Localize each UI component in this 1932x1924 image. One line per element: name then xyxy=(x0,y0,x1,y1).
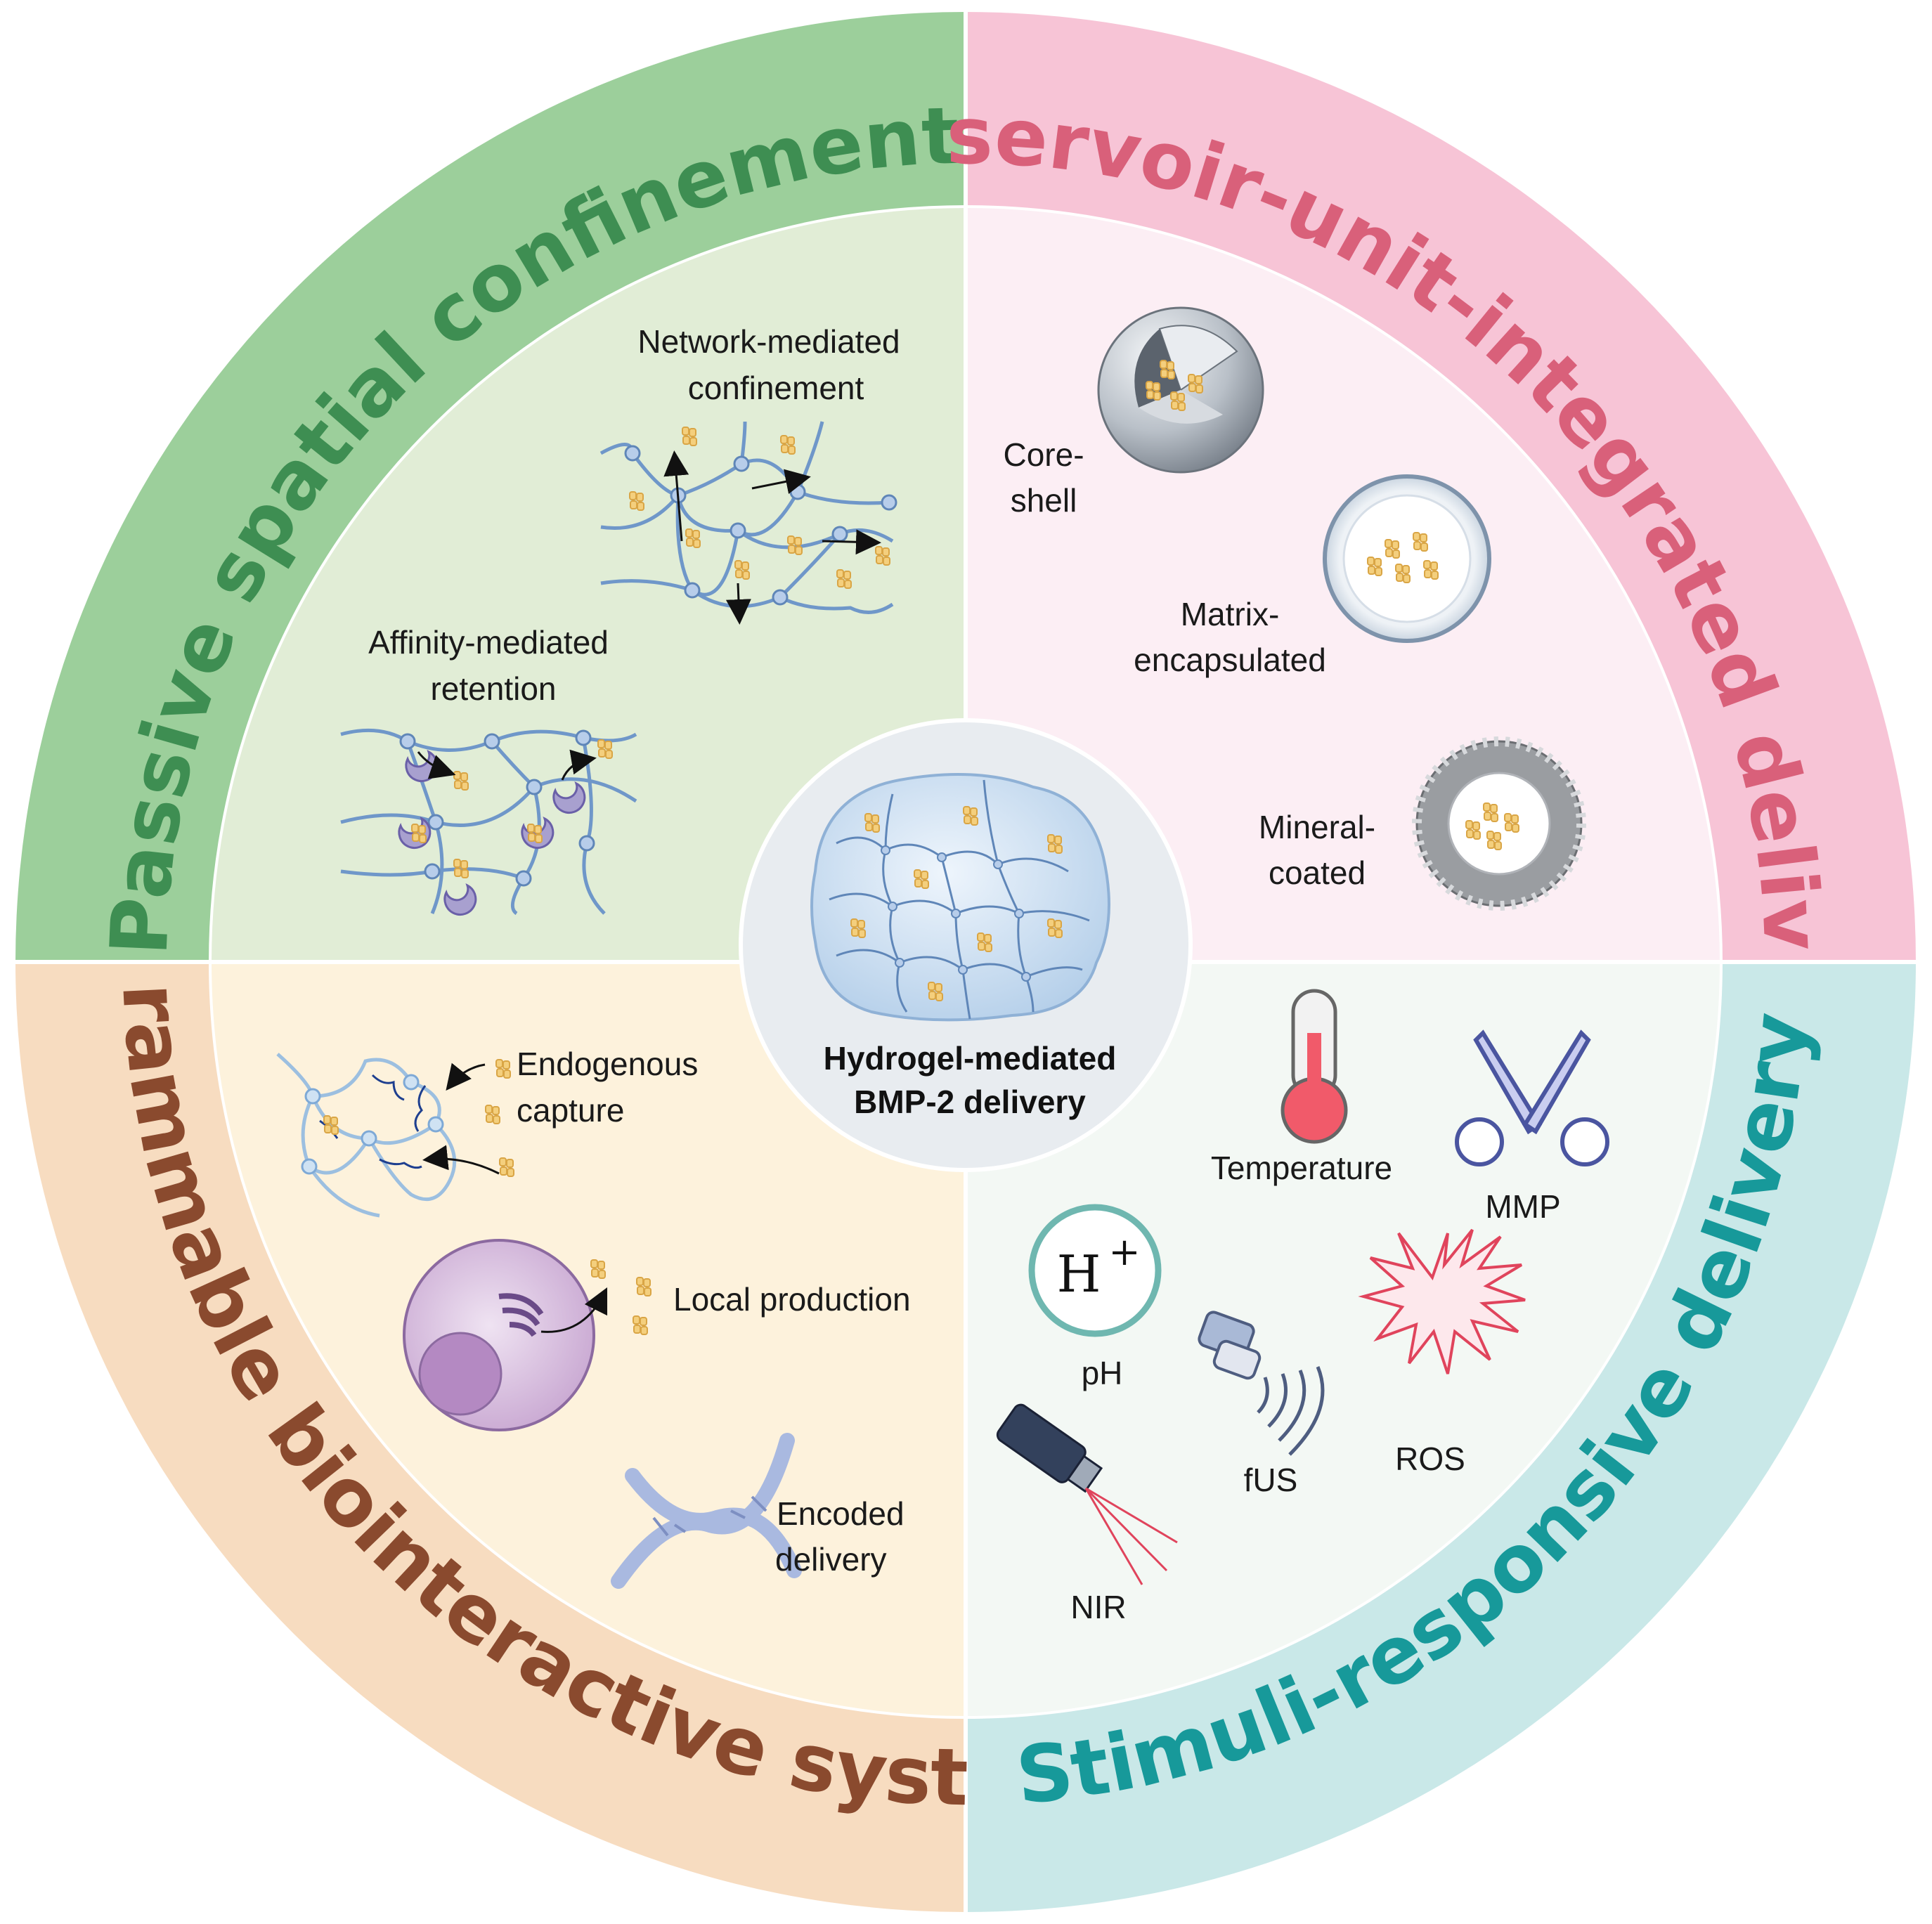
core-shell-particle: Core- shell xyxy=(1003,306,1264,519)
core-shell-label-line1: Core- xyxy=(1003,436,1084,473)
hydrogel-network-icon xyxy=(810,773,1110,1022)
affinity-label-line1: Affinity-mediated xyxy=(368,624,609,661)
outer-ring-edge xyxy=(209,205,1723,1719)
scissors-icon xyxy=(1455,1029,1609,1166)
endogenous-label-line1: Endogenous xyxy=(517,1046,698,1082)
fus-stimulus: fUS xyxy=(1198,1311,1325,1498)
nir-stimulus: NIR xyxy=(996,1403,1178,1625)
mmp-label: MMP xyxy=(1485,1188,1560,1225)
affinity-crosslinks xyxy=(399,729,595,887)
nir-label: NIR xyxy=(1070,1589,1126,1625)
mineral-coated-particle: Mineral- coated xyxy=(1259,736,1586,911)
binding-arrows xyxy=(417,749,597,781)
matrix-label-line1: Matrix- xyxy=(1181,596,1280,632)
ultrasound-transducer-icon xyxy=(1198,1311,1262,1380)
encoded-delivery-panel: Encoded delivery xyxy=(611,1433,905,1589)
endogenous-label-line2: capture xyxy=(517,1092,624,1129)
ros-label: ROS xyxy=(1395,1441,1465,1477)
network-label-line2: confinement xyxy=(688,370,864,406)
temperature-label: Temperature xyxy=(1211,1150,1392,1186)
local-production-panel: Local production xyxy=(403,1239,911,1431)
nucleus-icon xyxy=(418,1332,503,1416)
dna-helix-icon xyxy=(611,1433,802,1589)
core-shell-label-line2: shell xyxy=(1011,482,1077,519)
capture-ligands xyxy=(319,1074,427,1169)
ros-burst-icon xyxy=(1358,1228,1526,1374)
temperature-stimulus: Temperature xyxy=(1211,989,1392,1186)
thermometer-icon xyxy=(1281,989,1348,1144)
golgi-icon xyxy=(498,1293,544,1337)
ph-stimulus: H + pH xyxy=(1028,1204,1162,1391)
matrix-encapsulated-particle: Matrix- encapsulated xyxy=(1134,474,1491,678)
laser-icon xyxy=(996,1403,1103,1493)
ph-label: pH xyxy=(1082,1355,1123,1391)
network-crosslinks xyxy=(624,445,897,606)
network-label-line1: Network-mediated xyxy=(637,323,900,360)
ph-circle-icon xyxy=(1028,1204,1162,1337)
affinity-retention-panel: Affinity-mediated retention xyxy=(340,624,637,916)
center-hub: Hydrogel-mediated BMP-2 delivery xyxy=(739,718,1193,1172)
endogenous-capture-panel: Endogenous capture xyxy=(276,1046,698,1218)
mmp-stimulus: MMP xyxy=(1455,1029,1609,1225)
mineral-label-line2: coated xyxy=(1269,854,1366,891)
local-production-label: Local production xyxy=(673,1281,911,1318)
encoded-label-line2: delivery xyxy=(775,1541,887,1578)
diffusion-arrows xyxy=(663,450,881,625)
ros-stimulus: ROS xyxy=(1358,1228,1526,1477)
ph-plus-symbol: + xyxy=(1108,1230,1140,1274)
mineral-label-line1: Mineral- xyxy=(1259,809,1375,845)
matrix-label-line2: encapsulated xyxy=(1134,642,1326,678)
center-title-line2: BMP-2 delivery xyxy=(854,1084,1086,1120)
network-confinement-panel: Network-mediated confinement xyxy=(599,323,900,625)
affinity-label-line2: retention xyxy=(430,670,556,707)
encoded-label-line1: Encoded xyxy=(777,1495,905,1532)
center-title-line1: Hydrogel-mediated xyxy=(824,1040,1117,1077)
fus-label: fUS xyxy=(1244,1462,1298,1498)
ph-h-symbol: H xyxy=(1057,1244,1101,1304)
